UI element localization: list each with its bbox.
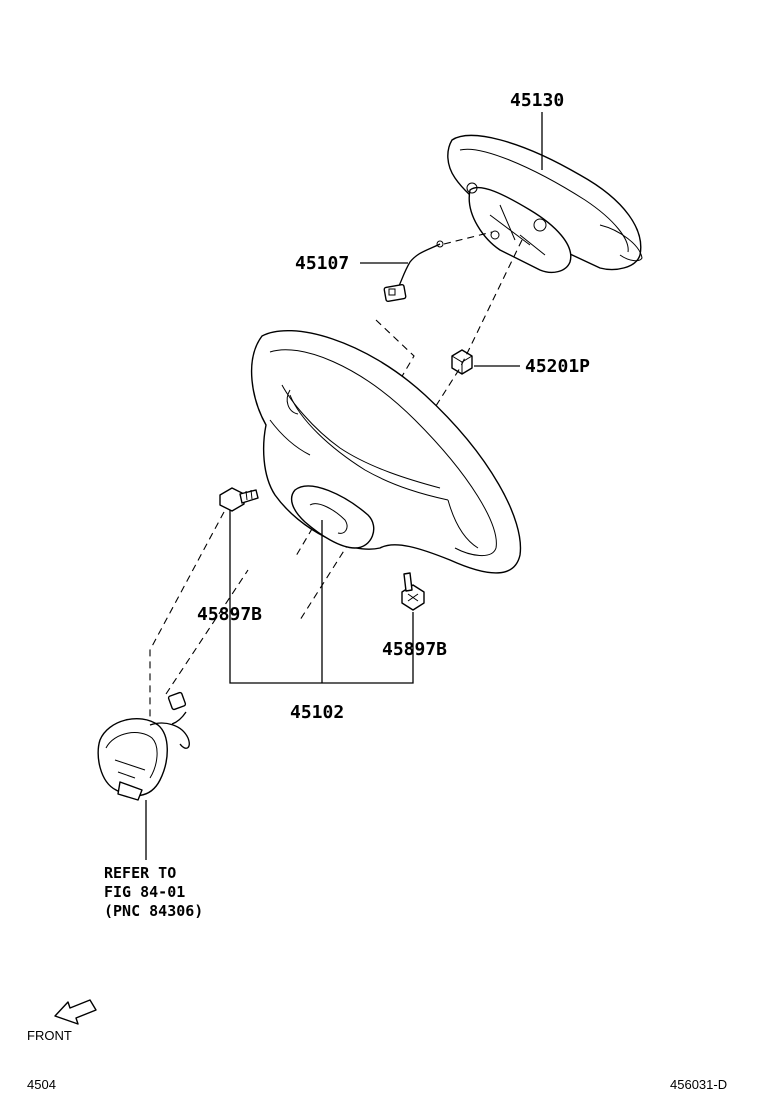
part-label-45897b-left[interactable]: 45897B xyxy=(197,604,263,625)
reference-note-line-2: FIG 84-01 xyxy=(104,883,186,901)
front-label: FRONT xyxy=(27,1028,72,1043)
footer-right-code: 456031-D xyxy=(670,1077,728,1092)
part-label-45201p[interactable]: 45201P xyxy=(525,356,591,377)
airbag-pad-part[interactable] xyxy=(447,134,643,274)
dashed-line-spiral-cable xyxy=(165,569,249,695)
airbag-wire-part[interactable] xyxy=(383,240,444,303)
nut-part[interactable] xyxy=(451,349,473,375)
dashed-line-wire-to-pad xyxy=(443,231,493,245)
part-label-45102[interactable]: 45102 xyxy=(290,702,345,723)
part-label-45897b-right[interactable]: 45897B xyxy=(382,639,448,660)
footer-left-code: 4504 xyxy=(27,1077,56,1092)
part-label-45107[interactable]: 45107 xyxy=(295,253,350,274)
front-arrow-icon xyxy=(54,999,97,1025)
leader-bracket-45102 xyxy=(229,507,414,684)
reference-note-line-1: REFER TO xyxy=(104,864,177,882)
dashed-line-screw-left xyxy=(149,511,225,720)
screw-left-part[interactable] xyxy=(219,487,259,512)
reference-note-line-3: (PNC 84306) xyxy=(104,902,204,920)
steering-wheel-part[interactable] xyxy=(250,329,522,574)
part-label-45130[interactable]: 45130 xyxy=(510,90,565,111)
screw-right-part[interactable] xyxy=(401,572,425,611)
spiral-cable-part[interactable] xyxy=(97,691,190,801)
